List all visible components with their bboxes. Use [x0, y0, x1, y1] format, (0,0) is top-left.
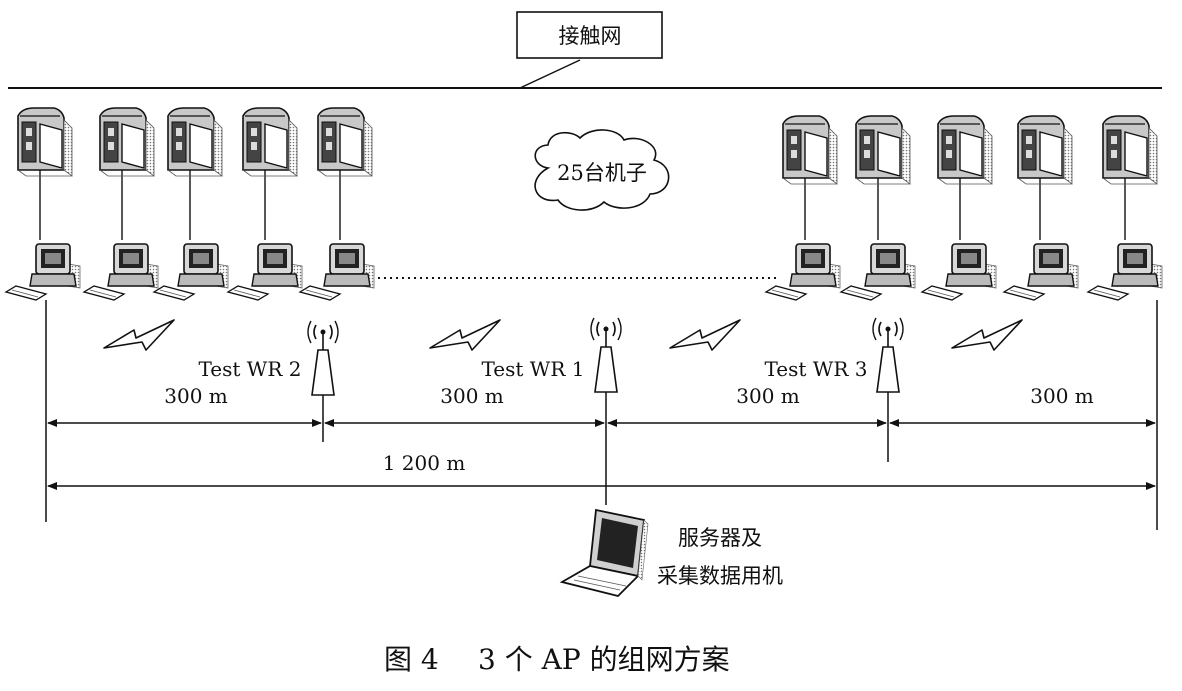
figure-number: 图 4 — [384, 643, 439, 676]
train-unit-icon — [99, 107, 155, 177]
desktop-computer-icon — [5, 243, 81, 301]
desktop-computer-icon — [765, 243, 841, 301]
unit-connectors — [39, 165, 1126, 240]
wireless-signal-icon — [429, 319, 501, 351]
wireless-access-point-icon — [590, 317, 622, 393]
contact-network-box — [516, 11, 663, 59]
segment-label-3: 300 m — [736, 384, 800, 408]
wireless-signal-icon — [103, 319, 175, 351]
wireless-access-point-icon — [307, 320, 339, 396]
server-label-line2: 采集数据用机 — [657, 564, 783, 588]
desktop-computer-icon — [299, 243, 375, 301]
segment-label-2: 300 m — [440, 384, 504, 408]
train-unit-icon — [782, 115, 838, 185]
computers-right — [765, 243, 1163, 301]
train-unit-icon — [242, 107, 298, 177]
segment-label-4: 300 m — [1030, 384, 1094, 408]
train-unit-icon — [1102, 115, 1158, 185]
wireless-signal-icon — [951, 319, 1023, 351]
desktop-computer-icon — [921, 243, 997, 301]
contact-network-label: 接触网 — [559, 24, 622, 48]
cloud-label: 25台机子 — [557, 161, 647, 185]
train-unit-icon — [167, 107, 223, 177]
ap-label-wr3: Test WR 3 — [765, 357, 868, 381]
train-units-right — [782, 115, 1158, 185]
desktop-computer-icon — [153, 243, 229, 301]
train-unit-icon — [855, 115, 911, 185]
ap-masts — [322, 392, 889, 505]
computers-left — [5, 243, 375, 301]
train-unit-icon — [937, 115, 993, 185]
train-unit-icon — [317, 107, 373, 177]
server-label-line1: 服务器及 — [678, 526, 762, 550]
contact-network-leader — [519, 59, 581, 89]
desktop-computer-icon — [1003, 243, 1079, 301]
total-label: 1 200 m — [383, 451, 466, 475]
desktop-computer-icon — [227, 243, 303, 301]
train-unit-icon — [17, 107, 73, 177]
segment-label-1: 300 m — [164, 384, 228, 408]
figure-title: 3 个 AP 的组网方案 — [478, 643, 730, 676]
desktop-computer-icon — [83, 243, 159, 301]
ap-label-wr1: Test WR 1 — [482, 357, 585, 381]
ap-label-wr2: Test WR 2 — [199, 357, 302, 381]
wireless-access-point-icon — [872, 317, 904, 393]
cloud-icon — [534, 129, 670, 211]
wireless-signal-icon — [669, 319, 741, 351]
train-unit-icon — [1017, 115, 1073, 185]
desktop-computer-icon — [1087, 243, 1163, 301]
desktop-computer-icon — [840, 243, 916, 301]
laptop-icon — [559, 508, 649, 597]
train-units-left — [17, 107, 373, 177]
